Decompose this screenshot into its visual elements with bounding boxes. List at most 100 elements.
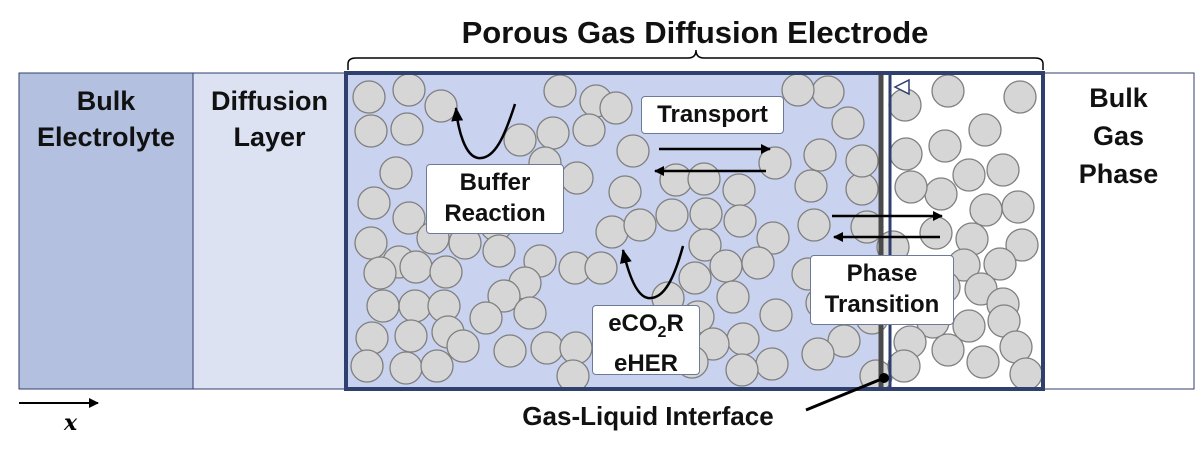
particle bbox=[350, 349, 384, 383]
particle bbox=[845, 144, 879, 178]
particle bbox=[429, 255, 463, 289]
particle bbox=[623, 208, 657, 242]
particle bbox=[482, 234, 516, 268]
particle bbox=[687, 162, 721, 196]
electrode-border bbox=[344, 71, 1045, 391]
particle bbox=[469, 301, 503, 335]
particle bbox=[392, 75, 426, 107]
particle bbox=[845, 172, 879, 206]
particle bbox=[931, 333, 965, 367]
particle bbox=[741, 246, 775, 280]
particle bbox=[392, 201, 426, 235]
particle bbox=[1005, 228, 1039, 262]
particle bbox=[357, 186, 391, 220]
particle bbox=[389, 351, 423, 385]
particle bbox=[678, 261, 712, 295]
bulk-electrolyte-region bbox=[18, 72, 194, 390]
ecor-line: eCO2R bbox=[593, 308, 699, 348]
particle bbox=[781, 75, 815, 107]
particle bbox=[716, 280, 750, 314]
bulk-gas-phase-line1: Bulk bbox=[1089, 83, 1148, 113]
particle bbox=[493, 334, 527, 368]
particle bbox=[723, 204, 757, 238]
buffer-reaction-line2: Reaction bbox=[444, 200, 546, 227]
porous-particles bbox=[350, 75, 1042, 387]
particle bbox=[759, 298, 793, 332]
particle bbox=[969, 193, 1003, 227]
particle bbox=[399, 250, 433, 284]
particle bbox=[928, 129, 962, 163]
particle bbox=[887, 349, 921, 383]
particle bbox=[446, 329, 480, 363]
gas-liquid-interface-label: Gas-Liquid Interface bbox=[522, 401, 774, 431]
particle bbox=[513, 296, 547, 330]
diffusion-layer-line1: Diffusion bbox=[211, 86, 328, 116]
particle bbox=[616, 134, 650, 168]
particle bbox=[889, 137, 923, 171]
particle bbox=[1003, 80, 1037, 114]
particle bbox=[688, 228, 722, 262]
electro-reaction-arrow bbox=[620, 245, 685, 300]
particle bbox=[1001, 190, 1035, 224]
particle bbox=[722, 173, 756, 207]
diffusion-layer-label: Diffusion Layer bbox=[193, 83, 346, 155]
particle bbox=[986, 153, 1020, 187]
particle bbox=[924, 177, 958, 211]
electro-reaction-label: eCO2R eHER bbox=[592, 305, 700, 377]
particle bbox=[595, 215, 629, 249]
particle bbox=[560, 161, 594, 195]
particle bbox=[352, 80, 386, 114]
particle bbox=[366, 289, 400, 323]
particle bbox=[543, 75, 577, 108]
buffer-reaction-label: Buffer Reaction bbox=[426, 164, 564, 234]
particle bbox=[354, 226, 388, 260]
particle bbox=[758, 146, 792, 180]
phase-transition-line2: Transition bbox=[824, 291, 940, 318]
bulk-gas-phase-label: Bulk Gas Phase bbox=[1043, 79, 1194, 193]
particle bbox=[983, 247, 1017, 281]
particle bbox=[966, 345, 1000, 379]
electrode-title: Porous Gas Diffusion Electrode bbox=[461, 15, 929, 50]
particle bbox=[424, 89, 458, 123]
particle bbox=[709, 249, 743, 283]
particle bbox=[363, 256, 397, 290]
particle bbox=[659, 163, 693, 197]
interface-marker-icon bbox=[893, 78, 910, 96]
particle bbox=[952, 309, 986, 343]
interface-pointer-line bbox=[805, 376, 885, 412]
particle bbox=[831, 106, 865, 140]
particle bbox=[755, 347, 789, 381]
bulk-electrolyte-label: Bulk Electrolyte bbox=[19, 83, 193, 155]
buffer-reaction-line1: Buffer bbox=[459, 169, 531, 196]
particle bbox=[487, 279, 521, 313]
diffusion-layer-region bbox=[192, 72, 347, 390]
bulk-electrolyte-line2: Electrolyte bbox=[36, 122, 176, 152]
particle bbox=[503, 123, 537, 157]
bulk-electrolyte-line1: Bulk bbox=[76, 86, 136, 116]
particle bbox=[559, 331, 593, 365]
bulk-gas-phase-line3: Phase bbox=[1078, 159, 1159, 189]
particle bbox=[725, 353, 759, 387]
transport-label: Transport bbox=[641, 96, 784, 134]
particle bbox=[398, 289, 432, 323]
particle bbox=[420, 349, 454, 383]
particle bbox=[355, 321, 389, 355]
particle bbox=[655, 198, 689, 232]
particle bbox=[536, 116, 570, 150]
particle bbox=[952, 158, 986, 192]
particle bbox=[968, 113, 1002, 147]
particle bbox=[608, 175, 642, 209]
particle bbox=[379, 156, 413, 190]
particle bbox=[1009, 357, 1042, 387]
particle bbox=[726, 322, 760, 356]
particle bbox=[894, 170, 928, 204]
particle bbox=[931, 75, 965, 108]
diffusion-layer-line2: Layer bbox=[233, 122, 306, 152]
bulk-gas-phase-line2: Gas bbox=[1092, 121, 1145, 151]
particle bbox=[390, 112, 424, 146]
ecor-prefix: eCO bbox=[608, 310, 658, 337]
x-axis-label: x bbox=[64, 410, 78, 436]
particle bbox=[689, 197, 723, 231]
particle bbox=[599, 91, 633, 125]
